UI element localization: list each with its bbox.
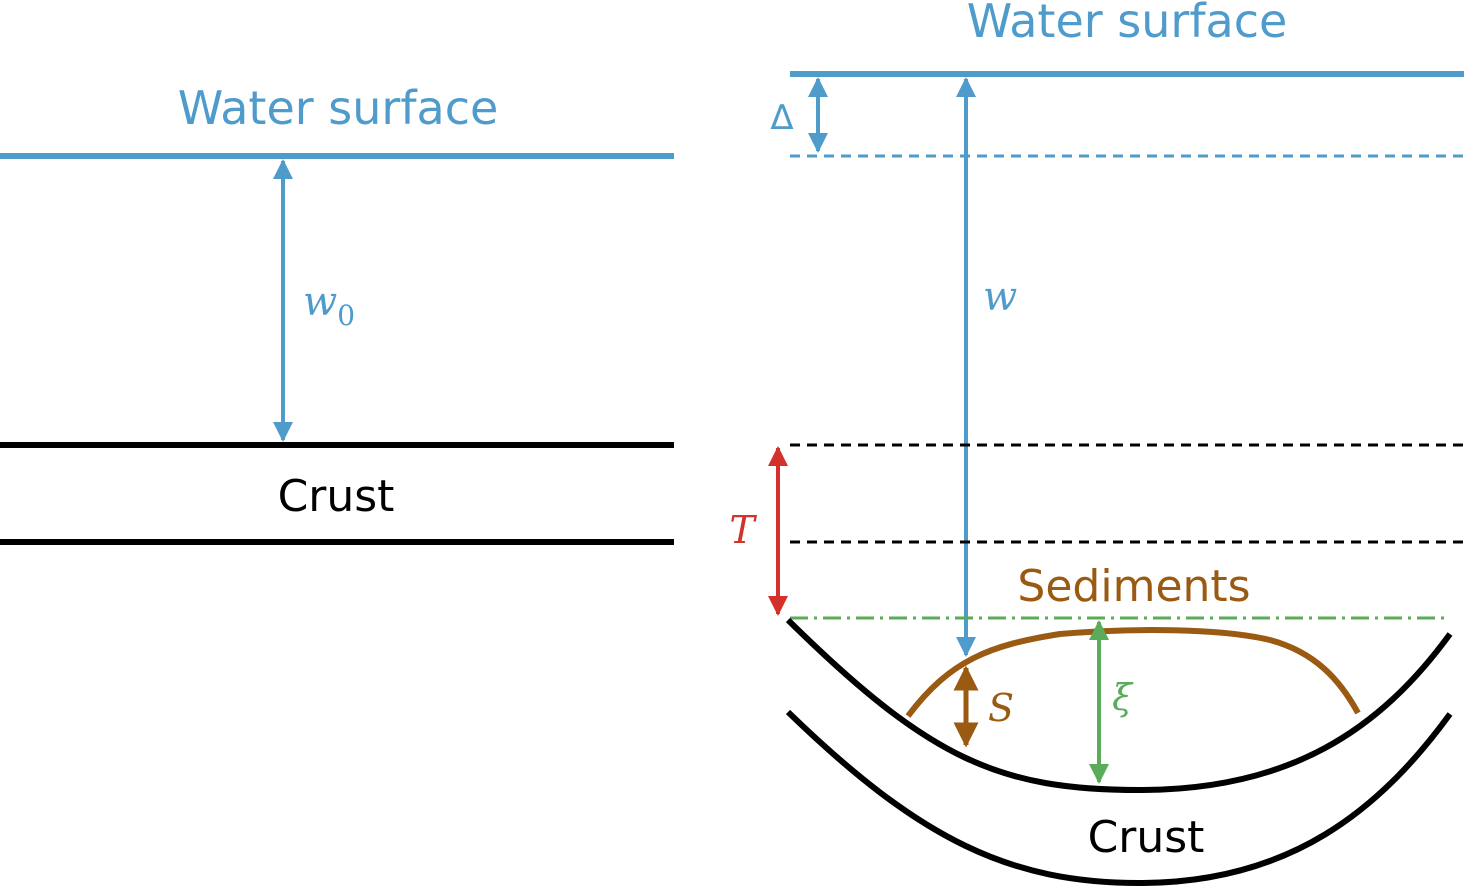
sediments-label: Sediments <box>1017 561 1250 612</box>
thickness-label: T <box>729 508 757 552</box>
deformed-crust-bottom-curve <box>785 709 1453 887</box>
sea-level-change-label: Δ <box>770 98 793 138</box>
sediment-thickness-label: S <box>988 686 1014 730</box>
left-depth-subscript: 0 <box>337 299 355 332</box>
sediment-surface-curve <box>905 627 1361 718</box>
deformed-crust-top-curve <box>785 617 1453 794</box>
sediment-elevation-label: ξ <box>1112 678 1134 719</box>
left-depth-label: w0 <box>303 279 355 332</box>
left-crust-label: Crust <box>278 471 395 522</box>
left-water-surface-label: Water surface <box>178 81 499 135</box>
right-panel: Water surface Δ w T Sediments S ξ Crust <box>729 0 1464 887</box>
left-panel: Water surface w0 Crust <box>0 81 674 545</box>
right-crust-label: Crust <box>1088 812 1205 863</box>
left-depth-symbol: w <box>303 279 337 325</box>
right-depth-label: w <box>983 274 1017 320</box>
right-water-surface-label: Water surface <box>967 0 1288 48</box>
